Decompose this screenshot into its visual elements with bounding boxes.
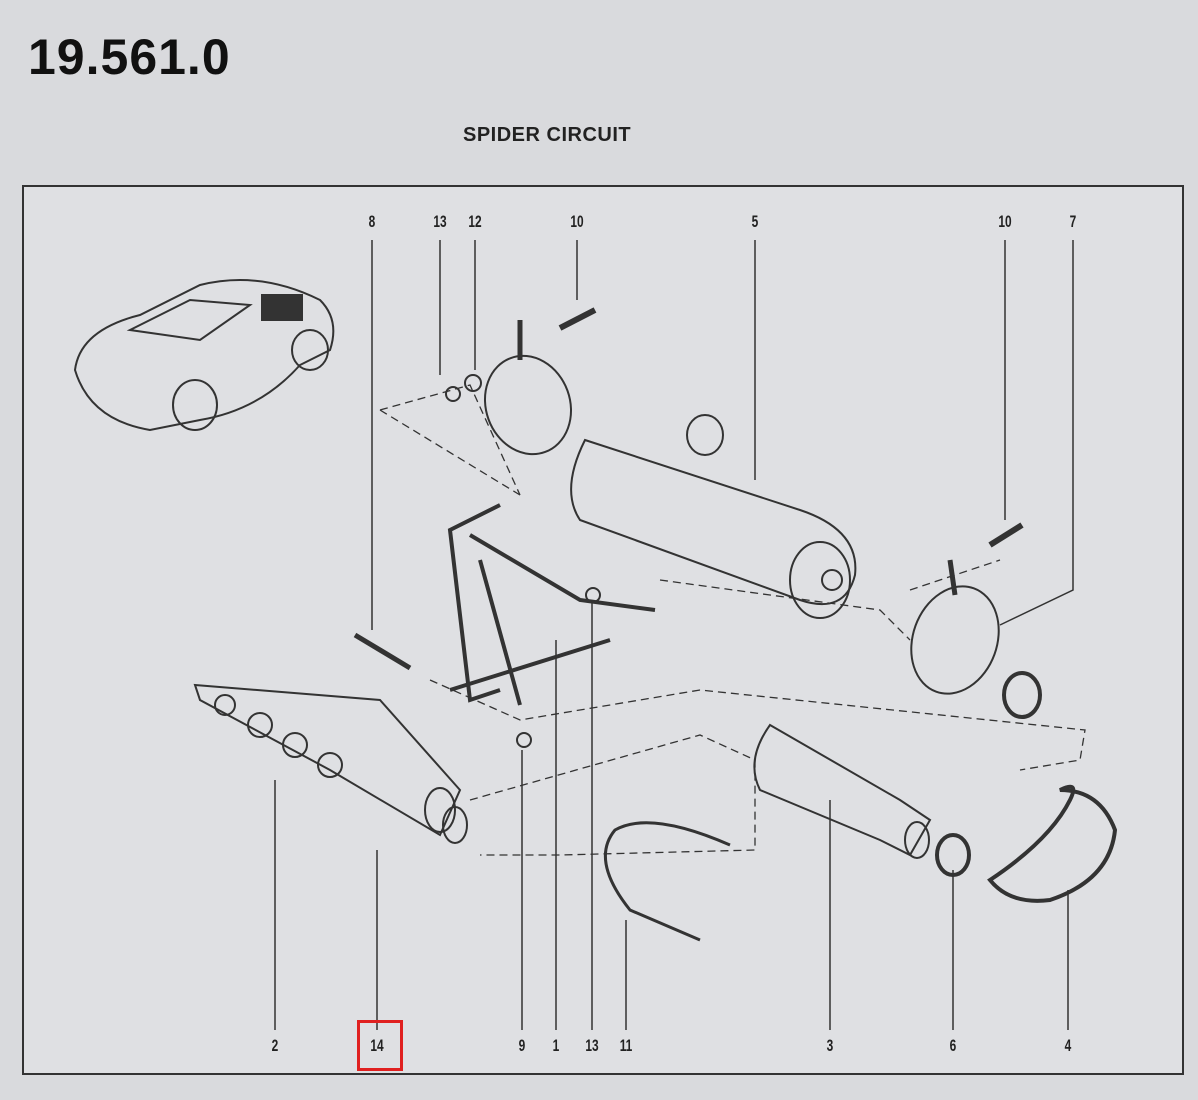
muffler-strap <box>483 354 573 456</box>
fasteners <box>353 307 1024 748</box>
callout-4: 4 <box>1064 1036 1072 1055</box>
callout-6: 6 <box>949 1036 957 1055</box>
tail-pipe <box>987 784 1118 903</box>
callout-13-bottom: 13 <box>585 1036 599 1055</box>
catalytic-converter <box>753 723 932 859</box>
clamp <box>1002 671 1042 719</box>
callout-14: 14 <box>370 1036 384 1055</box>
leader-lines <box>274 240 1074 1030</box>
clamp-6 <box>935 833 971 877</box>
highlight-box <box>357 1020 403 1071</box>
callout-10: 10 <box>570 212 584 231</box>
callout-2: 2 <box>271 1036 279 1055</box>
callout-10-rear: 10 <box>998 212 1012 231</box>
oxygen-sensor <box>603 821 731 942</box>
assembly-dashed-lines <box>379 384 1086 856</box>
callout-8: 8 <box>368 212 376 231</box>
callout-7: 7 <box>1069 212 1077 231</box>
car-illustration <box>73 279 335 432</box>
callout-5: 5 <box>751 212 759 231</box>
callout-9: 9 <box>518 1036 526 1055</box>
callout-3: 3 <box>826 1036 834 1055</box>
diagram-title: SPIDER CIRCUIT <box>463 124 632 146</box>
callout-1: 1 <box>552 1036 560 1055</box>
rear-strap <box>910 585 1000 695</box>
document-number: 19.561.0 <box>28 29 231 85</box>
exhaust-manifold <box>193 683 468 844</box>
callout-12: 12 <box>468 212 482 231</box>
diagram-frame <box>22 185 1184 1075</box>
bracket <box>447 503 656 706</box>
callout-11: 11 <box>619 1036 633 1055</box>
muffler <box>570 414 857 619</box>
callout-13: 13 <box>433 212 447 231</box>
